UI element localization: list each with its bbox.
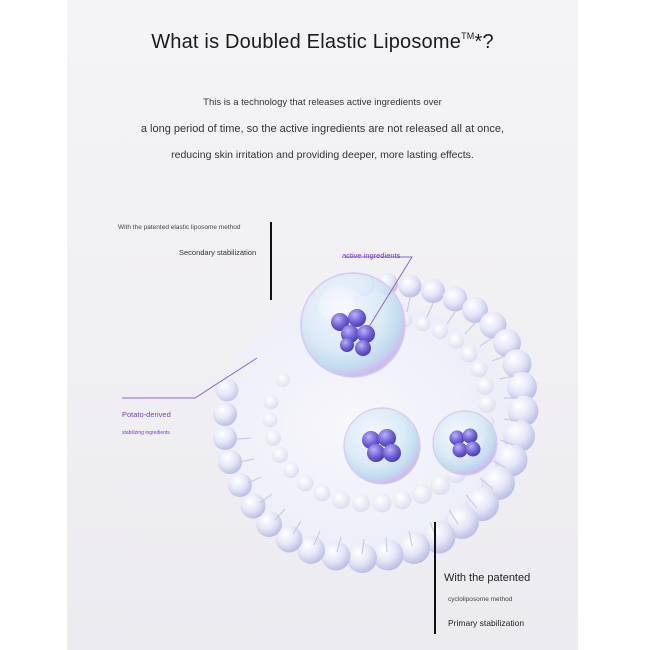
stabilizing-ingredients-label: stabilizing ingredients <box>122 430 170 436</box>
elastic-liposome-bubble <box>300 272 406 378</box>
elastic-method-label: With the patented elastic liposome metho… <box>118 224 241 231</box>
active-ingredient-bubble-large <box>343 407 421 485</box>
primary-stabilization-label: Primary stabilization <box>448 618 525 628</box>
liposome-illustration <box>122 222 539 634</box>
active-leader-line <box>345 256 413 331</box>
active-ingredient-bubble-small <box>432 410 498 476</box>
secondary-stabilization-label: Secondary stabilization <box>179 248 257 257</box>
potato-leader-line <box>122 357 258 399</box>
cycloliposome-method-label: cycloliposome method <box>448 596 513 603</box>
cyclo-with-label: With the patented <box>444 572 531 584</box>
description-line-2: a long period of time, so the active ing… <box>140 123 505 135</box>
product-info-panel: What is Doubled Elastic LiposomeTM*? Thi… <box>67 0 578 650</box>
potato-derived-label: Potato-derived <box>122 410 171 419</box>
outer-bead-ring <box>213 273 539 573</box>
description-line-1: This is a technology that releases activ… <box>203 97 442 108</box>
lipid-tails <box>236 297 519 555</box>
page-title: What is Doubled Elastic LiposomeTM*? <box>151 31 494 53</box>
active-ingredients-label: active ingredients <box>342 251 401 260</box>
description-line-3: reducing skin irritation and providing d… <box>171 149 474 161</box>
